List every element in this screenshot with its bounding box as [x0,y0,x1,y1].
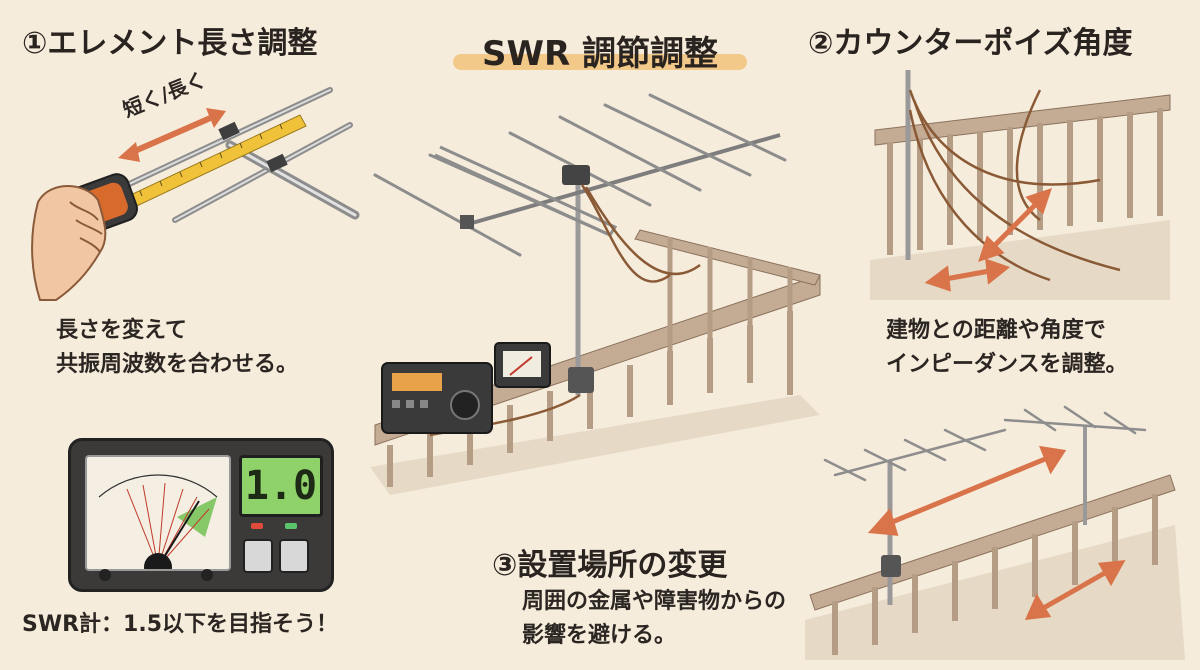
yagi-antenna-icon [823,405,1147,482]
element-desc-line2: 共振周波数を合わせる。 [56,352,299,377]
meter-knob-right[interactable] [201,569,213,581]
counterpoise-heading: ②カウンターポイズ角度 [808,26,1133,61]
hand-icon [31,185,107,301]
swr-meter-icon: 1.0 [68,438,334,592]
balcony-railing-icon [805,474,1185,660]
yagi-antenna-icon [373,93,787,257]
double-arrow-icon [867,445,1126,620]
location-illustration [805,405,1185,660]
element-length-illustration [31,87,360,301]
location-heading: ③設置場所の変更 [492,548,728,583]
location-desc-line2: 影響を避ける。 [522,623,677,648]
center-balcony-illustration [370,93,821,495]
counterpoise-illustration [870,70,1171,300]
antenna-element-icon [92,87,360,223]
red-led [251,523,263,529]
counterpoise-desc-line2: インピーダンスを調整。 [886,352,1128,377]
green-led [285,523,297,529]
radio-transceiver-icon [381,342,551,434]
meter-knob-left[interactable] [99,569,111,581]
meter-switch-left[interactable] [243,539,273,573]
double-arrow-icon [924,188,1052,292]
swr-meter-caption: SWR計：1.5以下を目指そう！ [22,612,339,637]
counterpoise-desc-line1: 建物との距離や角度で [886,318,1106,343]
double-arrow-icon [118,108,226,162]
title-highlight [453,54,747,70]
swr-needle-dial [85,455,231,571]
swr-lcd-display: 1.0 [239,455,323,517]
location-desc-line1: 周囲の金属や障害物からの [522,589,787,614]
swr-value: 1.0 [244,463,318,509]
page-title: SWR 調節調整 [445,22,755,78]
element-desc-line1: 長さを変えて [56,318,187,343]
meter-switch-right[interactable] [279,539,309,573]
element-length-heading: ①エレメント長さ調整 [22,26,318,61]
